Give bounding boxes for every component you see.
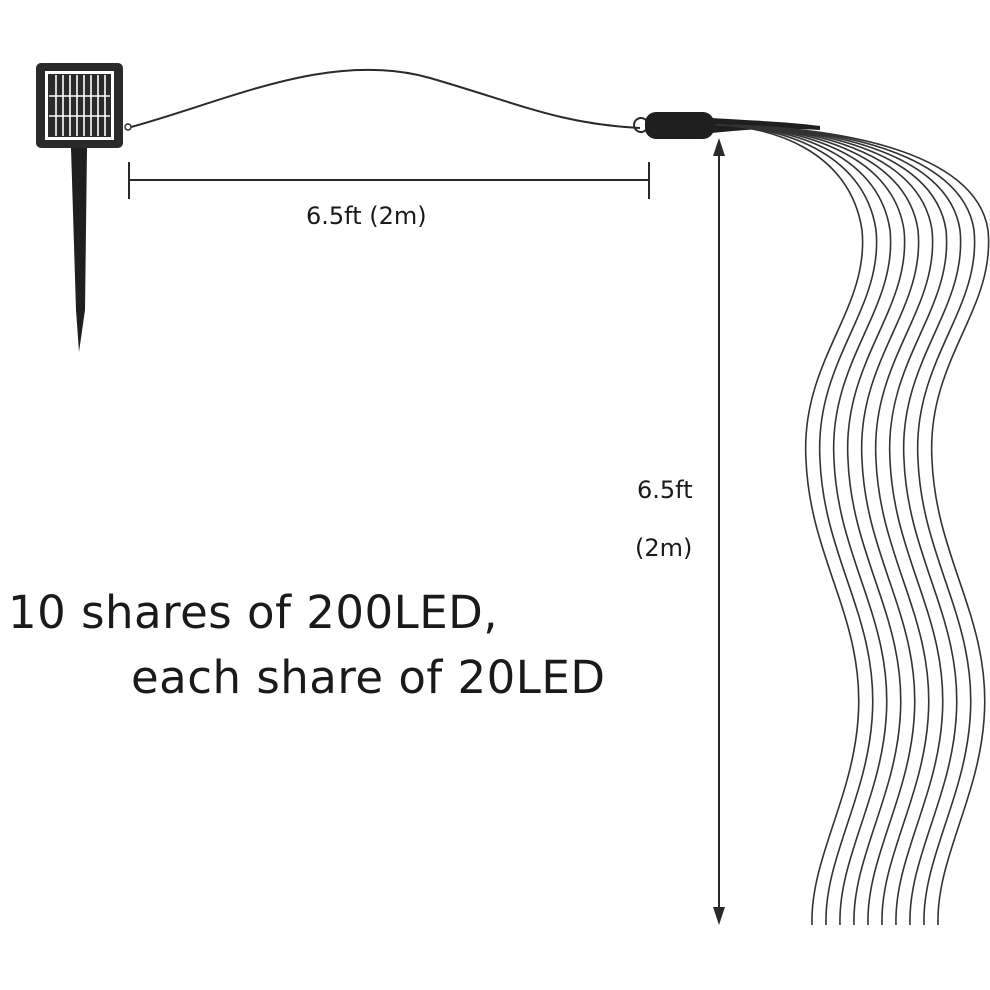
- caption-line-1: 10 shares of 200LED,: [8, 586, 499, 639]
- led-strand: [715, 124, 934, 926]
- horizontal-dimension-line: [128, 162, 650, 199]
- connection-cable: [130, 68, 641, 129]
- led-strand: [715, 124, 892, 926]
- led-strands: [715, 124, 990, 926]
- led-strand: [715, 124, 948, 926]
- caption-line-2: each share of 20LED: [131, 651, 606, 704]
- controller-box-icon: [633, 112, 820, 139]
- led-strand: [715, 124, 878, 926]
- led-strand: [715, 124, 962, 926]
- solar-panel-icon: [36, 63, 132, 148]
- vertical-dimension-arrow: [713, 138, 725, 925]
- led-strand: [715, 124, 976, 926]
- led-strand: [715, 124, 920, 926]
- led-strand: [715, 124, 906, 926]
- ground-stake-icon: [71, 148, 87, 352]
- vertical-length-label-ft: 6.5ft: [637, 476, 693, 504]
- led-strand: [715, 124, 864, 926]
- horizontal-length-label: 6.5ft (2m): [306, 202, 427, 230]
- vertical-length-label-m: (2m): [635, 534, 693, 562]
- led-strand: [715, 124, 990, 926]
